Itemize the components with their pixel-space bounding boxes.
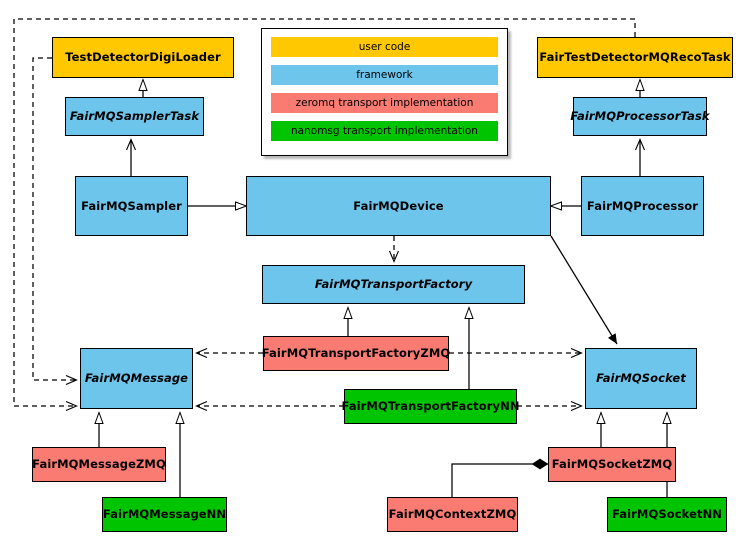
class-node-fairmqmessagenn[interactable]: FairMQMessageNN: [102, 497, 227, 532]
class-node-fairmqsocketzmq[interactable]: FairMQSocketZMQ: [548, 447, 676, 482]
class-node-fairmqsocket[interactable]: FairMQSocket: [585, 348, 697, 409]
class-node-fairmqmessagezmq[interactable]: FairMQMessageZMQ: [32, 447, 166, 482]
class-node-fairmqsocketnn[interactable]: FairMQSocketNN: [607, 497, 727, 532]
class-node-fairmqdevice[interactable]: FairMQDevice: [246, 176, 551, 236]
legend-item-nanomsg: nanomsg transport implementation: [271, 121, 498, 141]
class-node-fairmqsamplertask[interactable]: FairMQSamplerTask: [65, 97, 204, 136]
class-node-fairtestdetectormqrecotask[interactable]: FairTestDetectorMQRecoTask: [537, 37, 733, 78]
class-node-fairmqtransportfactoryzmq[interactable]: FairMQTransportFactoryZMQ: [262, 336, 450, 371]
legend-box: user code framework zeromq transport imp…: [261, 28, 508, 156]
legend-item-framework: framework: [271, 65, 498, 85]
class-node-fairmqmessage[interactable]: FairMQMessage: [80, 348, 193, 409]
class-node-fairmqtransportfactory[interactable]: FairMQTransportFactory: [262, 265, 525, 304]
class-node-fairmqsampler[interactable]: FairMQSampler: [75, 176, 188, 236]
legend-item-user-code: user code: [271, 37, 498, 57]
class-node-fairmqcontextzmq[interactable]: FairMQContextZMQ: [387, 497, 518, 532]
class-node-fairmqprocessor[interactable]: FairMQProcessor: [581, 176, 704, 236]
class-node-fairmqtransportfactorynn[interactable]: FairMQTransportFactoryNN: [341, 389, 519, 424]
legend-item-zeromq: zeromq transport implementation: [271, 93, 498, 113]
class-node-fairmqprocessortask[interactable]: FairMQProcessorTask: [570, 97, 710, 136]
class-node-testdetectordigiloader[interactable]: TestDetectorDigiLoader: [52, 37, 234, 78]
